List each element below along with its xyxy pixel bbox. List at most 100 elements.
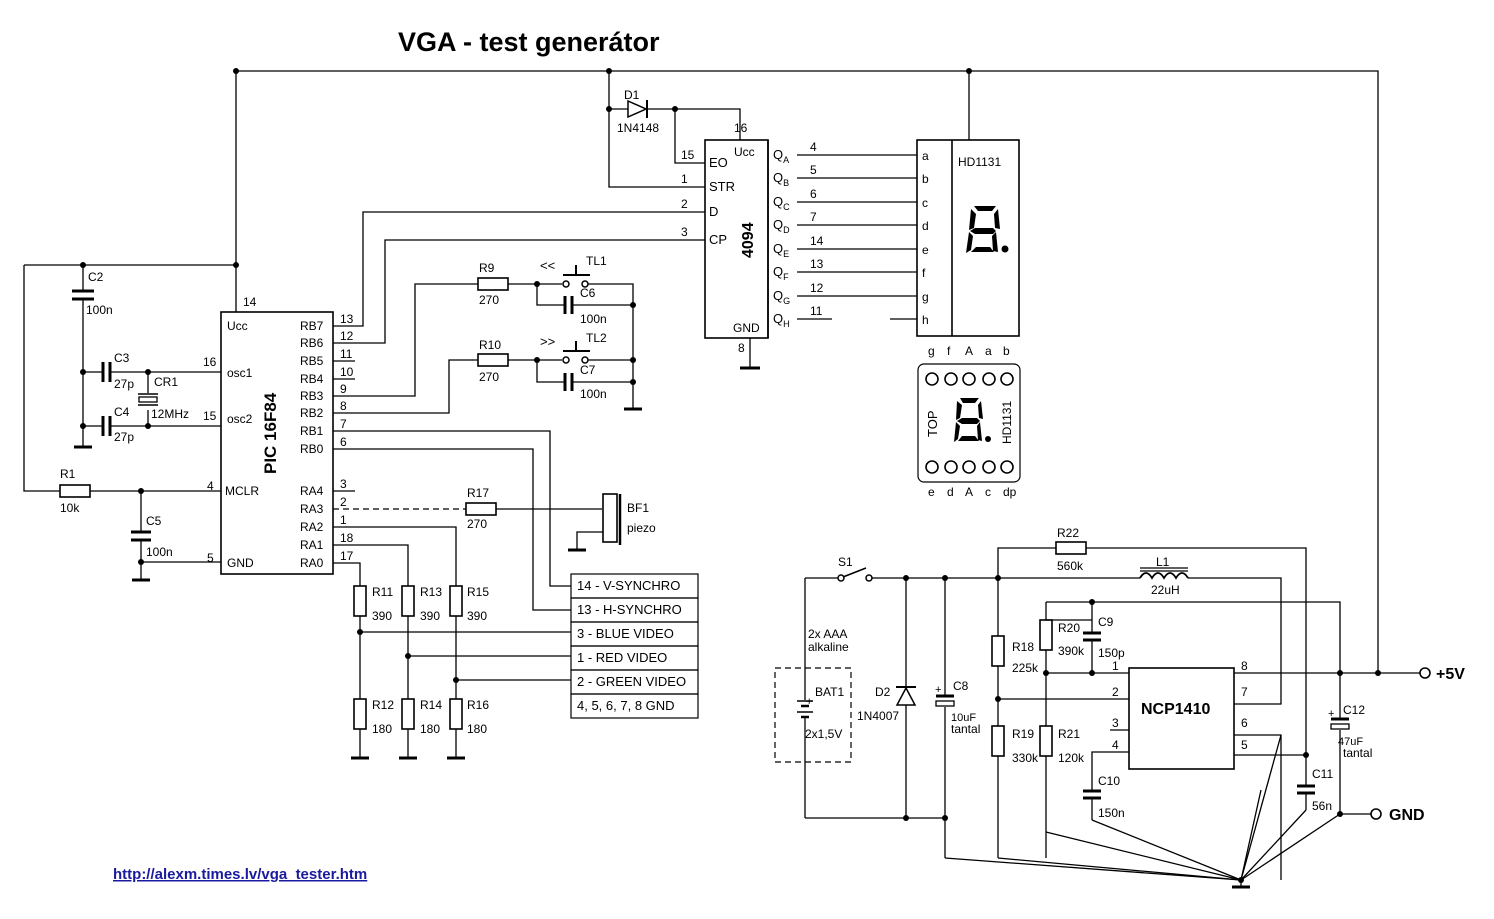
r17-ref: R17 (467, 486, 489, 500)
tl2-ref: TL2 (586, 331, 607, 345)
display-seg-a: a (922, 149, 929, 163)
sr-pin-eo: EO (709, 155, 728, 170)
svg-text:+: + (1328, 708, 1334, 720)
pic-osc2-pin: 15 (203, 409, 217, 423)
sr-output-qa: QA (773, 147, 789, 165)
pic-pin-num-rb6: 12 (340, 329, 354, 343)
pic-pin-label-rb7: RB7 (300, 319, 324, 333)
source-link[interactable]: http://alexm.times.lv/vga_tester.htm (113, 866, 367, 883)
pic-name: PIC 16F84 (261, 392, 280, 474)
sr-output-num-e: 14 (810, 234, 824, 248)
sr-output-qe: QE (773, 241, 789, 259)
pic-ucc-pin: 14 (243, 295, 257, 309)
sr-output-num-b: 5 (810, 163, 817, 177)
vplus-label: +5V (1436, 666, 1465, 683)
pic-pin-label-ra0: RA0 (300, 556, 324, 570)
d1-ref: D1 (624, 88, 640, 102)
ncp1410-name: NCP1410 (1141, 701, 1210, 718)
r21-value: 120k (1058, 751, 1085, 765)
ncp-pin-6: 6 (1241, 716, 1248, 730)
pic-gnd-label: GND (227, 556, 254, 570)
c9-ref: C9 (1098, 615, 1114, 629)
display-seg-e: e (922, 243, 929, 257)
c12-type: tantal (1343, 746, 1372, 760)
connector-row-5: 4, 5, 6, 7, 8 GND (577, 698, 675, 713)
display-top-pin-0: g (928, 344, 935, 358)
pic-pin-label-ra4: RA4 (300, 484, 324, 498)
r13-ref: R13 (420, 585, 442, 599)
pic-ucc-label: Ucc (227, 319, 248, 333)
pic-pin-num-rb1: 7 (340, 417, 347, 431)
piezo-section: R17 270 BF1 piezo (333, 486, 656, 552)
c2-value: 100n (86, 303, 113, 317)
pic-pin-num-ra4: 3 (340, 477, 347, 491)
r19-ref: R19 (1012, 727, 1034, 741)
display-pinout-name: HD1131 (1000, 401, 1014, 444)
pic-pin-num-rb5: 11 (340, 347, 353, 361)
ncp-pin-5: 5 (1241, 738, 1248, 752)
display-bottom-pin-3: c (985, 485, 991, 499)
pic-osc2-label: osc2 (227, 412, 253, 426)
tl1-ref: TL1 (586, 254, 607, 268)
pic-pin-label-rb5: RB5 (300, 354, 324, 368)
sr-ucc-pin: 16 (734, 121, 748, 135)
connector-row-0: 14 - V-SYNCHRO (577, 578, 680, 593)
display-seg-c: c (922, 196, 928, 210)
r15-ref: R15 (467, 585, 489, 599)
cr1-ref: CR1 (154, 375, 178, 389)
sr-gnd-pin: 8 (738, 341, 745, 355)
display-seg-h: h (922, 313, 929, 327)
s1-ref: S1 (838, 555, 853, 569)
r22-ref: R22 (1057, 526, 1079, 540)
r18-value: 225k (1012, 661, 1039, 675)
r12-value: 180 (372, 722, 392, 736)
pic-pin-label-rb2: RB2 (300, 406, 324, 420)
sr-pin-num-eo: 15 (681, 148, 695, 162)
pic-pin-num-rb4: 10 (340, 365, 354, 379)
pic-mclr-label: MCLR (225, 484, 259, 498)
pic-pin-label-rb4: RB4 (300, 372, 324, 386)
sr-name: 4094 (740, 222, 757, 258)
pic-pin-label-ra2: RA2 (300, 520, 324, 534)
display-seg-d: d (922, 219, 929, 233)
svg-text:+: + (806, 696, 812, 708)
connector-row-1: 13 - H-SYNCHRO (577, 602, 682, 617)
r21-ref: R21 (1058, 727, 1080, 741)
r15-value: 390 (467, 609, 487, 623)
c11-ref: C11 (1312, 767, 1333, 781)
c8-type: tantal (951, 722, 980, 736)
c7-value: 100n (580, 387, 607, 401)
pic-pin-label-rb1: RB1 (300, 424, 324, 438)
ncp-pin-2: 2 (1112, 685, 1119, 699)
pic-pin-num-ra3: 2 (340, 495, 347, 509)
r1-ref: R1 (60, 467, 76, 481)
sr-output-num-g: 12 (810, 281, 824, 295)
r9-value: 270 (479, 293, 499, 307)
pic-pin-num-ra1: 18 (340, 531, 354, 545)
tl2-symbol: >> (540, 334, 555, 349)
pic-pin-label-rb6: RB6 (300, 336, 324, 350)
bat-desc1: 2x AAA (808, 627, 847, 641)
oscillator-section: C2 100n C3 27p C4 27p CR1 12MHz R1 10k (23, 262, 236, 582)
star-ground (944, 734, 1341, 889)
pic-pin-label-ra3: RA3 (300, 502, 324, 516)
buttons-section: R9 270 << TL1 C6 100n R10 270 >> TL2 (333, 254, 642, 414)
r19-value: 330k (1012, 751, 1039, 765)
display-seg-b: b (922, 172, 929, 186)
display-digit (966, 206, 1009, 253)
connector-row-4: 2 - GREEN VIDEO (577, 674, 686, 689)
d2-ref: D2 (875, 685, 891, 699)
c8-value: 10uF (951, 712, 976, 724)
sr-output-num-d: 7 (810, 210, 817, 224)
connector-row-3: 1 - RED VIDEO (577, 650, 667, 665)
sr-output-qb: QB (773, 170, 789, 188)
c8-ref: C8 (953, 679, 969, 693)
r1-value: 10k (60, 501, 80, 515)
sr-output-qg: QG (773, 288, 790, 306)
ncp-pin-1: 1 (1112, 659, 1119, 673)
display-bottom-pin-0: e (928, 485, 935, 499)
